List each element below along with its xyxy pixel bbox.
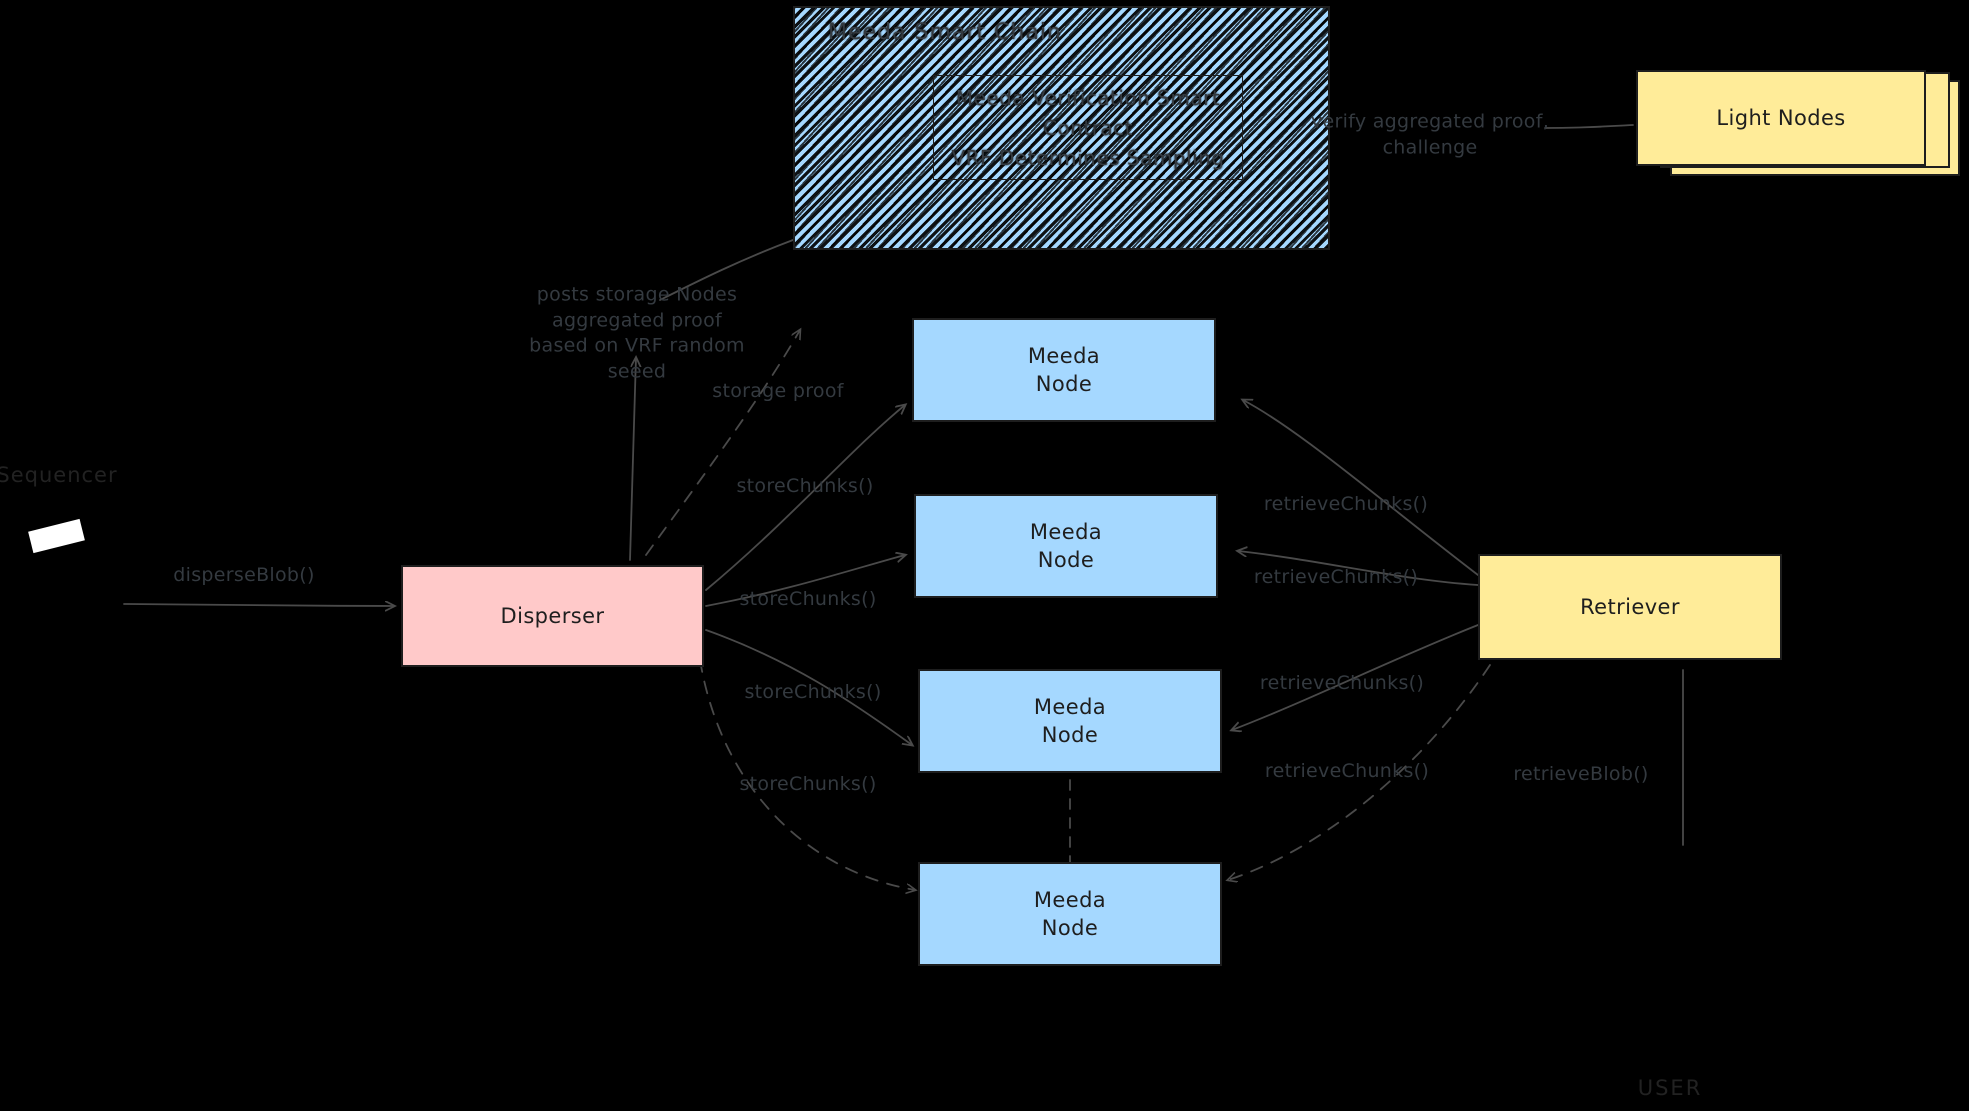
label-retrieve-blob: retrieveBlob() [1513,763,1649,786]
user-label: USER [1637,1076,1703,1100]
light-nodes-card[interactable]: Light Nodes [1636,70,1926,166]
sequencer-label: Sequencer [0,463,118,487]
edge-posts-proof [629,358,636,561]
disperser-box[interactable]: Disperser [401,565,704,667]
sequencer-chip [28,518,85,554]
label-store-chunks-3: storeChunks() [744,681,882,704]
edge-verify-challenge [1544,124,1634,129]
label-storage-proof: storage proof [712,380,844,403]
label-retrieve-chunks-3: retrieveChunks() [1259,672,1425,695]
retriever-box[interactable]: Retriever [1478,554,1782,660]
meeda-verification-contract: Meeda Verification Smart Contract VRF De… [933,75,1243,180]
edge-disperse-blob [123,604,394,606]
label-retrieve-chunks-1: retrieveChunks() [1263,493,1429,516]
label-verify-challenge: verify aggregated proof, challenge [1310,110,1550,158]
label-store-chunks-4: storeChunks() [739,773,877,796]
label-disperse-blob: disperseBlob() [173,564,315,587]
label-retrieve-chunks-2: retrieveChunks() [1253,566,1419,589]
meeda-node-3[interactable]: Meeda Node [918,669,1222,773]
meeda-smart-chain-title: Meeda Smart Chain [828,20,1062,45]
label-posts-proof: posts storage Nodes aggregated proof bas… [529,283,745,383]
label-retrieve-chunks-4: retrieveChunks() [1264,760,1430,783]
meeda-node-4[interactable]: Meeda Node [918,862,1222,966]
label-store-chunks-1: storeChunks() [736,475,874,498]
meeda-node-1[interactable]: Meeda Node [912,318,1216,422]
meeda-node-2[interactable]: Meeda Node [914,494,1218,598]
edge-retrieve-chunks-1 [1243,400,1479,576]
label-store-chunks-2: storeChunks() [739,588,877,611]
meeda-smart-chain-box [793,6,1330,250]
